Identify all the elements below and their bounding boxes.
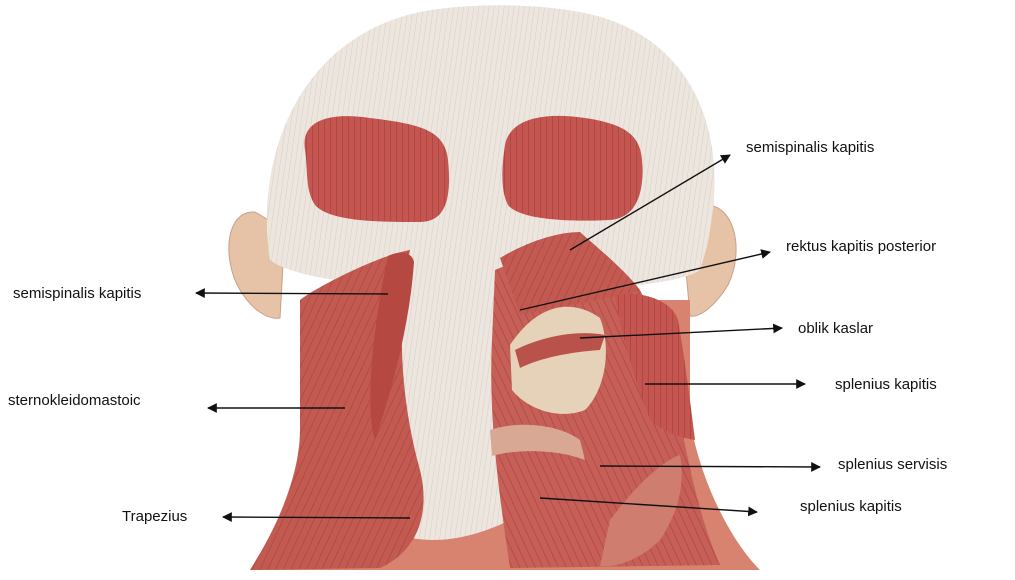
label-splenius-kapitis-lower: splenius kapitis — [800, 498, 902, 516]
label-oblik-kaslar: oblik kaslar — [798, 320, 873, 338]
occipitalis-right — [502, 116, 642, 221]
occipitalis-left — [304, 116, 449, 222]
label-rektus-kapitis-posterior: rektus kapitis posterior — [786, 238, 936, 256]
label-semispinalis-kapitis-left: semispinalis kapitis — [13, 285, 141, 303]
label-semispinalis-kapitis-right: semispinalis kapitis — [746, 139, 874, 157]
label-splenius-servisis: splenius servisis — [838, 456, 947, 474]
label-splenius-kapitis-right: splenius kapitis — [835, 376, 937, 394]
label-sternokleidomastoid: sternokleidomastoic — [8, 392, 141, 410]
head-illustration — [229, 5, 760, 570]
arrow-icon — [223, 517, 410, 518]
label-trapezius: Trapezius — [122, 508, 187, 526]
